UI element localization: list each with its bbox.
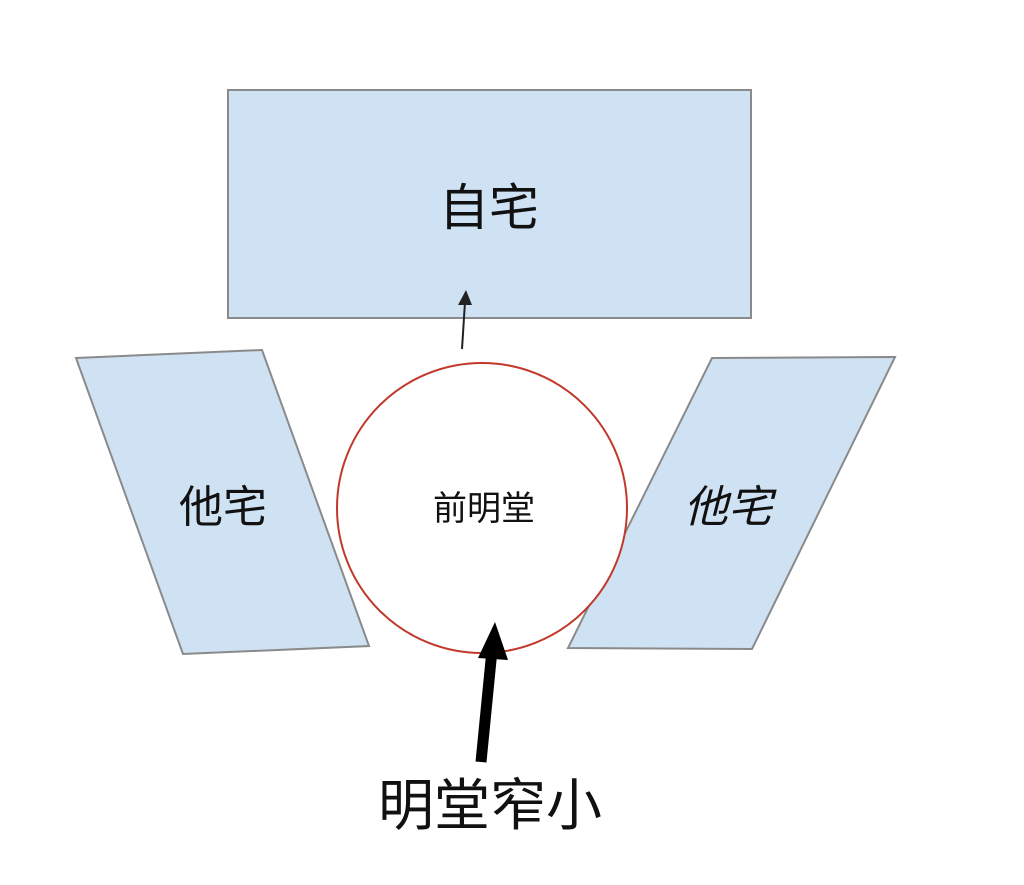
caption-text: 明堂窄小 [378, 774, 602, 839]
front-hall-label: 前明堂 [433, 489, 535, 529]
thick-arrow-shaft [475, 649, 498, 763]
thin-arrow-shaft [461, 301, 466, 350]
own-house-label: 自宅 [439, 179, 539, 237]
thin-arrow-head [458, 290, 472, 305]
thick-arrow-head [478, 622, 508, 660]
own-house-box [227, 89, 752, 319]
left-house-label: 他宅 [179, 482, 267, 533]
left-house-shape [74, 348, 371, 656]
right-house-label: 他宅 [684, 482, 777, 533]
